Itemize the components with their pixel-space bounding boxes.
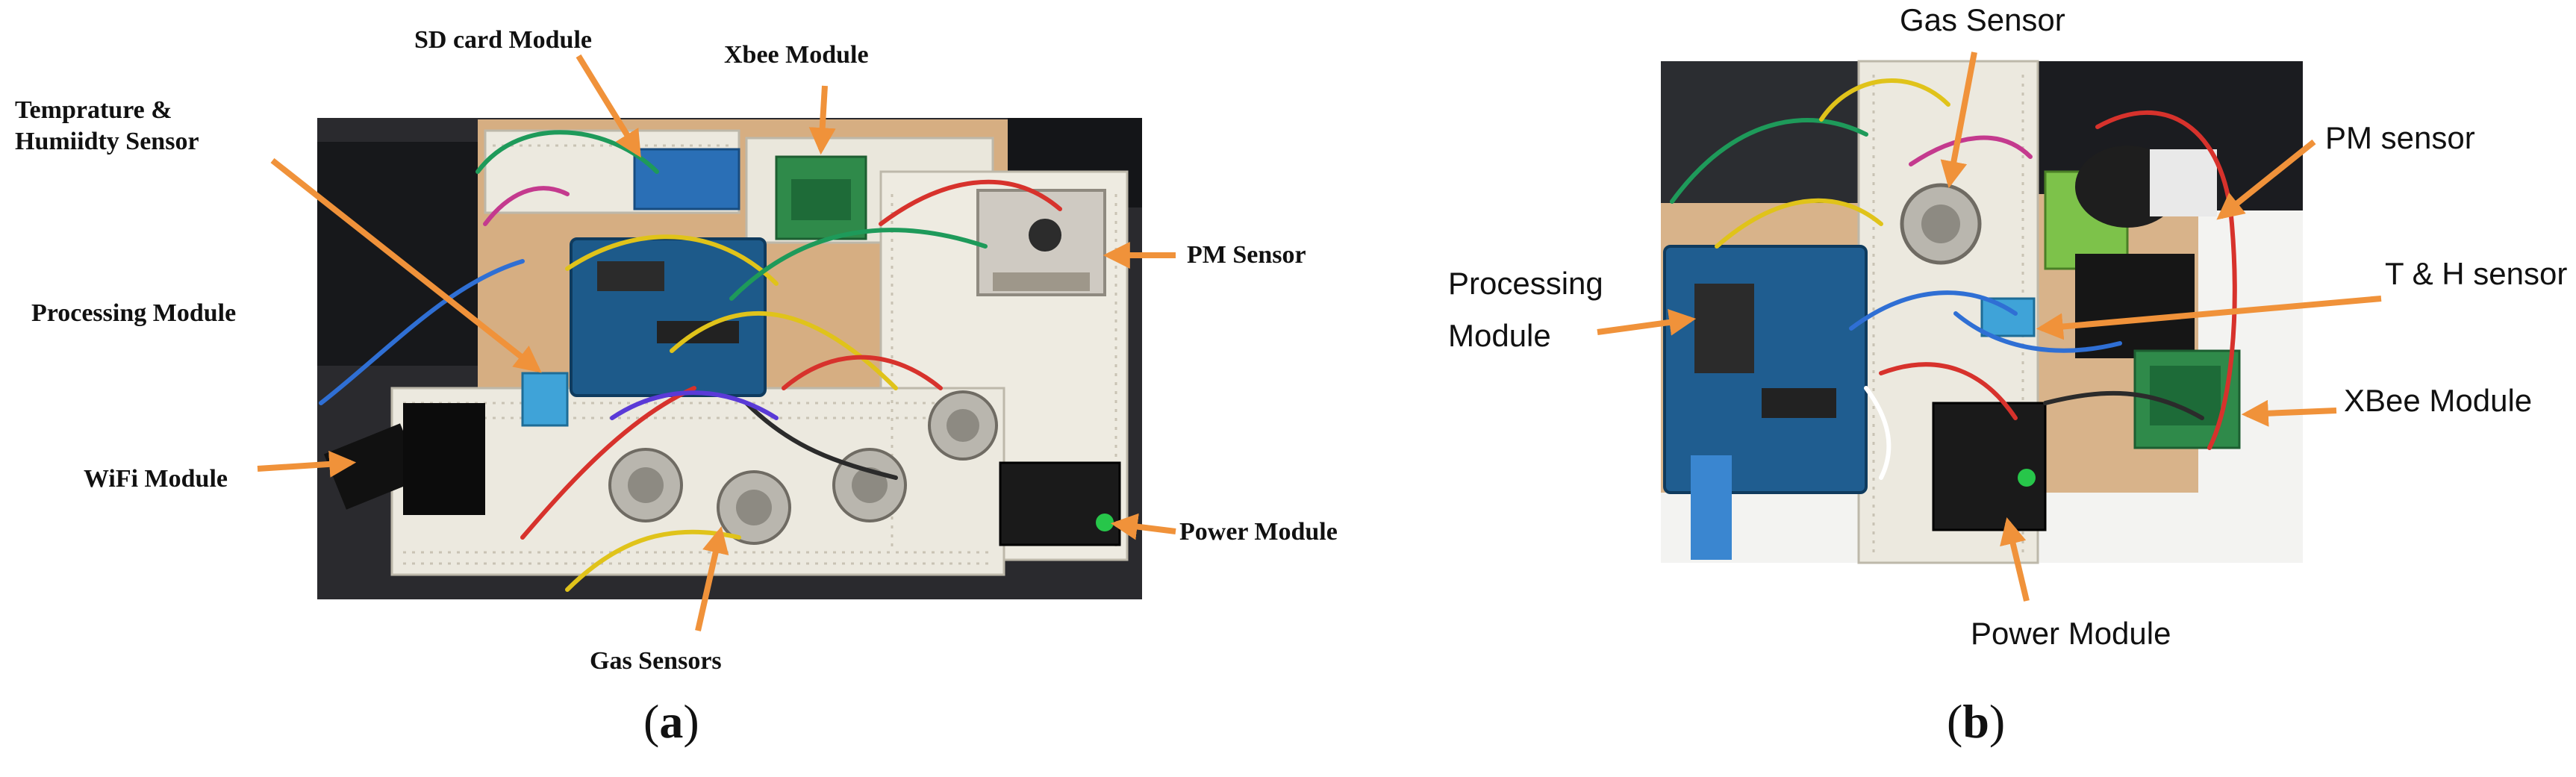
power-module	[1932, 402, 2047, 531]
label-gas-sensors: Gas Sensors	[590, 647, 722, 675]
label-xbee-module: XBee Module	[2344, 383, 2533, 418]
label-power-module: Power Module	[1179, 518, 1338, 546]
label-sd-card-module: SD card Module	[414, 26, 592, 54]
label-xbee-module: Xbee Module	[724, 41, 869, 69]
panel-a-photo	[317, 118, 1142, 599]
temp-humidity-sensor	[521, 372, 569, 427]
panel-b-photo	[1661, 60, 2303, 564]
pm-sensor	[976, 189, 1106, 296]
label-processing-line2: Module	[1448, 318, 1551, 353]
panel-b-arrows	[1597, 52, 2382, 602]
arduino-board	[1663, 245, 1868, 494]
label-temperature-humidity-line1: Temprature &	[15, 96, 172, 124]
pm-sensor	[2044, 146, 2217, 358]
caption-a: (a)	[643, 695, 699, 748]
label-pm-sensor: PM Sensor	[1187, 241, 1306, 269]
wifi-module	[324, 403, 485, 515]
label-temperature-humidity-line2: Humiidty Sensor	[15, 128, 199, 155]
label-processing-module: Processing Module	[31, 299, 237, 327]
gas-sensor	[1900, 183, 1982, 265]
label-t-h-sensor: T & H sensor	[2385, 256, 2568, 291]
usb-cable	[1691, 455, 1732, 560]
caption-b: (b)	[1947, 695, 2006, 748]
label-wifi-module: WiFi Module	[84, 465, 228, 493]
label-processing-line1: Processing	[1448, 266, 1603, 301]
xbee-module	[775, 155, 867, 240]
temp-humidity-sensor	[1980, 297, 2036, 337]
power-module	[999, 461, 1121, 546]
label-gas-sensor: Gas Sensor	[1900, 2, 2065, 37]
panel-a-arrows	[257, 54, 1176, 631]
label-pm-sensor: PM sensor	[2325, 120, 2475, 155]
label-power-module: Power Module	[1971, 616, 2171, 651]
sd-card-module	[633, 148, 740, 210]
